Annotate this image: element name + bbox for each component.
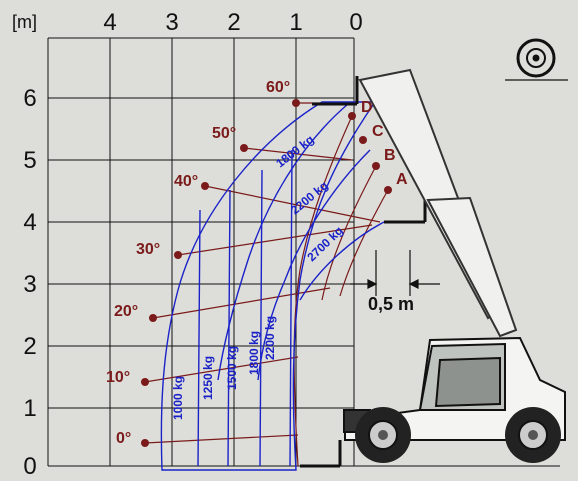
capacity-label: 1800 kg: [247, 331, 261, 375]
units-label: [m]: [12, 12, 37, 32]
capacity-label: 1500 kg: [225, 346, 239, 390]
grid: [47, 37, 560, 467]
capacity-label: 1250 kg: [201, 356, 215, 400]
x-tick: 0: [349, 9, 362, 36]
angle-dots: [141, 99, 392, 447]
capacity-label: 1000 kg: [171, 376, 185, 420]
boom-position-label: A: [396, 171, 408, 188]
angle-label: 0°: [116, 430, 131, 447]
scale-annotation: [350, 250, 440, 296]
y-tick: 2: [23, 333, 36, 360]
y-tick: 1: [23, 395, 36, 422]
y-tick: 3: [23, 271, 36, 298]
x-tick: 4: [103, 9, 116, 36]
boom-position-label: C: [372, 123, 384, 140]
capacity-label: 2200 kg: [288, 178, 331, 217]
telehandler-icon: [300, 68, 566, 468]
angle-label: 10°: [106, 369, 130, 386]
scale-label: 0,5 m: [368, 294, 414, 314]
angle-lines: [144, 102, 389, 467]
x-tick: 2: [227, 9, 240, 36]
angle-label: 30°: [136, 241, 160, 258]
x-tick: 1: [289, 9, 302, 36]
angle-label: 40°: [174, 173, 198, 190]
y-tick: 5: [23, 147, 36, 174]
angle-label: 60°: [266, 79, 290, 96]
capacity-label: 2200 kg: [263, 316, 277, 360]
boom-position-label: D: [361, 99, 373, 116]
angle-label: 50°: [212, 125, 236, 142]
angle-label: 20°: [114, 303, 138, 320]
capacity-curves: [160, 101, 385, 471]
y-tick: 4: [23, 209, 36, 236]
boom-position-label: B: [384, 147, 396, 164]
tyre-icon: [505, 38, 568, 81]
y-tick: 0: [23, 453, 36, 480]
x-tick: 3: [165, 9, 178, 36]
y-tick: 6: [23, 85, 36, 112]
